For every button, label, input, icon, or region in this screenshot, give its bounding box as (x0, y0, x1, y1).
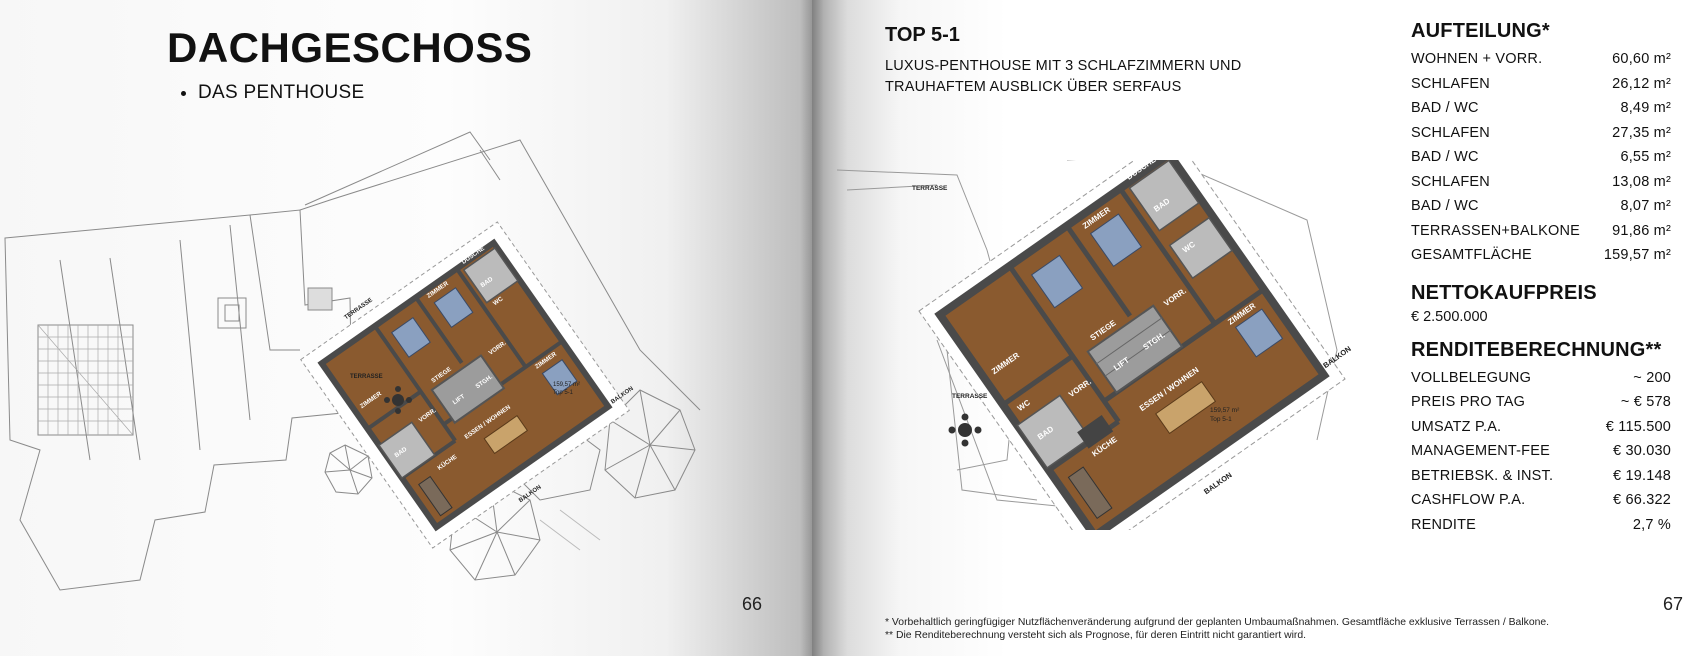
rendite-heading: RENDITEBERECHNUNG** (1411, 338, 1662, 361)
aufteilung-row: WOHNEN + VORR.60,60 m² (1411, 51, 1671, 67)
outdoor-table-icon (384, 386, 412, 414)
page-number: 66 (742, 594, 763, 614)
nettokaufpreis-value: € 2.500.000 (1411, 308, 1488, 325)
unit-plan-drawing: ZIMMER ZIMMER ZIMMER DUSCHE STIEGE VORR.… (836, 132, 1353, 558)
plan-label: TERRASSE (350, 374, 383, 380)
rendite-row: MANAGEMENT-FEE€ 30.030 (1411, 443, 1671, 459)
plan-unit: Top 5-1 (1210, 416, 1232, 423)
bullet-item: DAS PENTHOUSE (198, 82, 365, 104)
rendite-row: PREIS PRO TAG~ € 578 (1411, 394, 1671, 410)
site-floor-plan: ZIMMER ZIMMER ZIMMER DUSCHE STIEGE VORR.… (0, 120, 812, 620)
page-title: DACHGESCHOSS (167, 24, 533, 71)
plan-label: TERRASSE (952, 393, 988, 400)
aufteilung-heading: AUFTEILUNG* (1411, 20, 1550, 42)
unit-description: LUXUS-PENTHOUSE MIT 3 SCHLAFZIMMERN UND … (885, 58, 1242, 95)
plan-label: WC (492, 295, 505, 307)
outdoor-table-icon (948, 413, 982, 447)
footnote: ** Die Renditeberechnung versteht sich a… (885, 630, 1307, 641)
rendite-row: BETRIEBSK. & INST.€ 19.148 (1411, 467, 1671, 484)
rendite-list: VOLLBELEGUNG~ 200 PREIS PRO TAG~ € 578 U… (1411, 366, 1671, 538)
plan-unit: Top 5-1 (553, 390, 574, 396)
left-page: DACHGESCHOSS DAS PENTHOUSE (0, 0, 812, 656)
rendite-row: UMSATZ P.A.€ 115.500 (1411, 418, 1671, 435)
site-plan-drawing: ZIMMER ZIMMER ZIMMER DUSCHE STIEGE VORR.… (4, 131, 701, 591)
rendite-row: VOLLBELEGUNG~ 200 (1411, 369, 1671, 386)
unit-details-panel: AUFTEILUNG* WOHNEN + VORR.60,60 m² SCHLA… (1411, 20, 1671, 537)
plan-area: 159,57 m² (553, 382, 580, 388)
right-page: TOP 5-1 LUXUS-PENTHOUSE MIT 3 SCHLAFZIMM… (812, 0, 1697, 656)
footnote: * Vorbehaltlich geringfügiger Nutzfläche… (885, 617, 1550, 628)
page-number: 67 (1663, 594, 1684, 614)
bullet-list: DAS PENTHOUSE (178, 82, 365, 104)
plan-label: TERRASSE (912, 185, 948, 192)
rendite-row: CASHFLOW P.A.€ 66.322 (1411, 492, 1671, 508)
footnotes: * Vorbehaltlich geringfügiger Nutzfläche… (885, 616, 1549, 642)
unit-title: TOP 5-1 (885, 24, 960, 46)
unit-floor-plan: ZIMMER ZIMMER ZIMMER DUSCHE STIEGE VORR.… (836, 132, 1437, 558)
plan-area: 159,57 m² (1210, 407, 1240, 414)
nettokaufpreis-heading: NETTOKAUFPREIS (1411, 281, 1597, 304)
